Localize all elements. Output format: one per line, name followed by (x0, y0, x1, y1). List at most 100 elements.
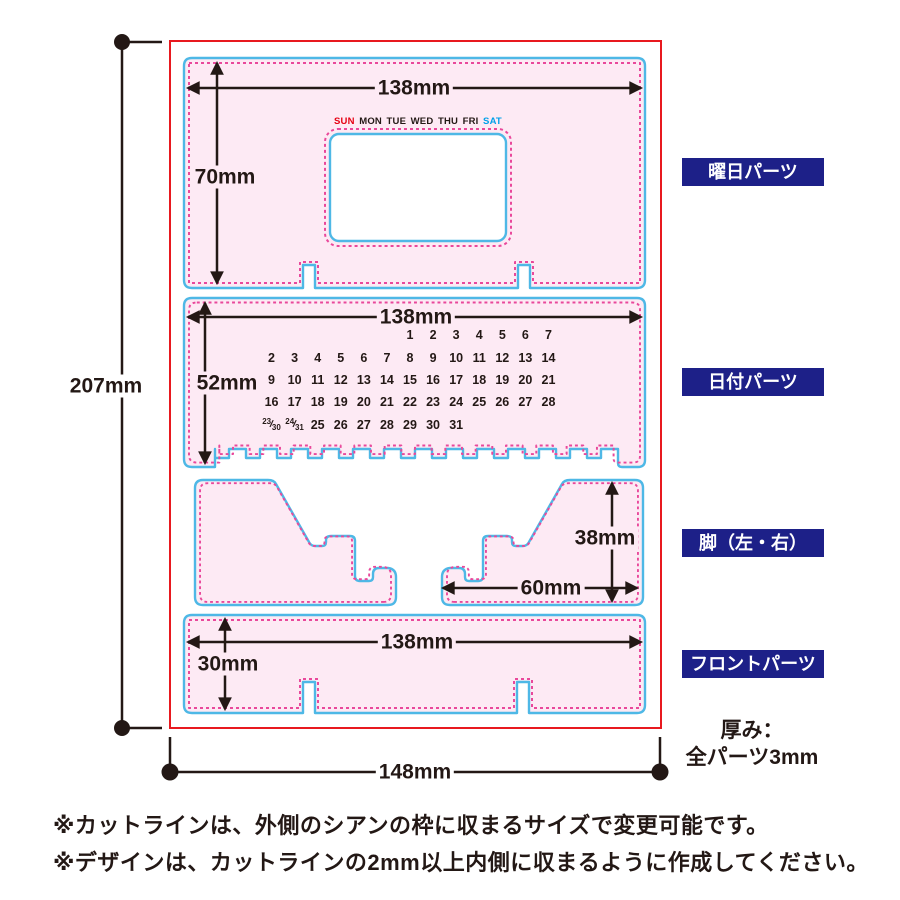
calendar-cell: 13 (518, 350, 533, 365)
weekday-part-design-line (188, 62, 641, 284)
calendar-cell: 19 (333, 395, 348, 410)
leg-left-shape (193, 478, 398, 607)
dim-label-sheet-width: 148mm (375, 760, 455, 784)
leg-left-cut-line (193, 478, 398, 607)
dim-label-leg-height: 38mm (571, 526, 639, 550)
calendar-cell: 1 (406, 328, 414, 343)
calendar-cell: 3 (452, 328, 460, 343)
calendar-cell: 9 (268, 372, 275, 387)
part-tag-date: 日付パーツ (682, 368, 824, 396)
calendar-cell: 17 (287, 395, 302, 410)
calendar-cell: 20 (356, 395, 371, 410)
weekday-name: THU (437, 116, 459, 127)
calendar-cell: 10 (449, 350, 464, 365)
calendar-cell: 7 (383, 350, 391, 365)
date-part-cut-line (182, 296, 647, 469)
leg-left-design-line (199, 482, 392, 603)
calendar-cell: 14 (379, 372, 394, 387)
part-tag-front: フロントパーツ (682, 650, 824, 678)
calendar-cell: 12 (495, 350, 510, 365)
part-tag-weekday: 曜日パーツ (682, 158, 824, 186)
window-cut-line (328, 132, 508, 243)
calendar-cell: 19 (495, 372, 510, 387)
dim-label-date-height: 52mm (193, 371, 261, 395)
calendar-cell: 12 (333, 372, 348, 387)
calendar-cell: 27 (518, 395, 533, 410)
dim-dot (114, 720, 130, 736)
dim-dot (651, 763, 669, 781)
calendar-cell: 23 (426, 395, 441, 410)
part-tag-legs: 脚（左・右） (682, 529, 824, 557)
calendar-cell: 8 (406, 350, 414, 365)
dim-label-leg-width: 60mm (517, 576, 585, 600)
calendar-cell: 27 (356, 417, 371, 432)
leg-right-design-line (446, 482, 639, 603)
calendar-cell: 28 (541, 395, 556, 410)
dim-label-date-width: 138mm (376, 305, 456, 329)
calendar-cell: 7 (544, 328, 552, 343)
calendar-cell: 21 (379, 395, 394, 410)
calendar-cell (306, 324, 329, 346)
footnote-design: ※デザインは、カットラインの2mm以上内側に収まるように作成してください。 (53, 850, 869, 875)
calendar-cell: 17 (449, 372, 464, 387)
calendar-cell: 9 (429, 350, 437, 365)
calendar-cell: 26 (495, 395, 510, 410)
calendar-cell: 23/30 (262, 417, 281, 433)
calendar-cell: 26 (333, 417, 348, 432)
calendar-cell: 3 (291, 350, 299, 365)
dim-label-weekday-width: 138mm (374, 76, 454, 100)
calendar-cell: 22 (403, 395, 417, 410)
calendar-cell (283, 324, 306, 346)
calendar-cell (260, 324, 283, 346)
calendar-cell: 25 (472, 395, 487, 410)
calendar-cell (468, 414, 491, 436)
calendar-cell: 18 (310, 395, 325, 410)
front-part-design-line (188, 619, 641, 709)
calendar-cell: 30 (426, 417, 441, 432)
calendar-cell: 24/31 (285, 417, 304, 433)
dim-label-front-height: 30mm (194, 652, 262, 676)
calendar-cell: 11 (311, 372, 325, 387)
date-part-shape (182, 296, 647, 469)
weekday-name: SUN (334, 116, 355, 127)
calendar-cell: 14 (541, 350, 556, 365)
calendar-cell: 5 (337, 350, 345, 365)
calendar-cell (514, 414, 537, 436)
weekday-name: FRI (462, 116, 479, 127)
calendar-cell (491, 414, 514, 436)
calendar-cell (537, 414, 560, 436)
calendar-cell: 25 (310, 417, 325, 432)
calendar-cell: 2 (429, 328, 437, 343)
calendar-cell: 13 (356, 372, 371, 387)
calendar-cell: 4 (314, 350, 322, 365)
weekday-name: SAT (483, 116, 502, 127)
calendar-cell: 16 (264, 395, 279, 410)
weekday-name: TUE (386, 116, 407, 127)
calendar-cell: 31 (449, 417, 464, 432)
calendar-cell (352, 324, 375, 346)
thickness-note: 厚み： 全パーツ3mm (669, 717, 835, 771)
weekday-name: WED (410, 116, 434, 127)
footnote-cutline: ※カットラインは、外側のシアンの枠に収まるサイズで変更可能です。 (53, 813, 769, 838)
calendar-cell: 28 (379, 417, 394, 432)
calendar-cell: 6 (521, 328, 529, 343)
dim-dot (161, 763, 179, 781)
calendar-cell: 10 (287, 372, 302, 387)
thickness-note-line2: 全パーツ3mm (685, 746, 819, 769)
dim-label-sheet-height: 207mm (66, 374, 146, 398)
weekday-name: MON (359, 116, 382, 127)
calendar-cell: 29 (403, 417, 417, 432)
window-design-line (324, 128, 512, 247)
dim-label-front-width: 138mm (377, 630, 457, 654)
calendar-cell (329, 324, 352, 346)
calendar-cell: 20 (518, 372, 533, 387)
dim-dot (114, 34, 130, 50)
date-part-design-line (188, 301, 641, 464)
leg-right-shape (440, 478, 645, 607)
calendar-cell: 5 (498, 328, 506, 343)
calendar-cell: 24 (449, 395, 464, 410)
weekday-part-shape (182, 56, 647, 290)
